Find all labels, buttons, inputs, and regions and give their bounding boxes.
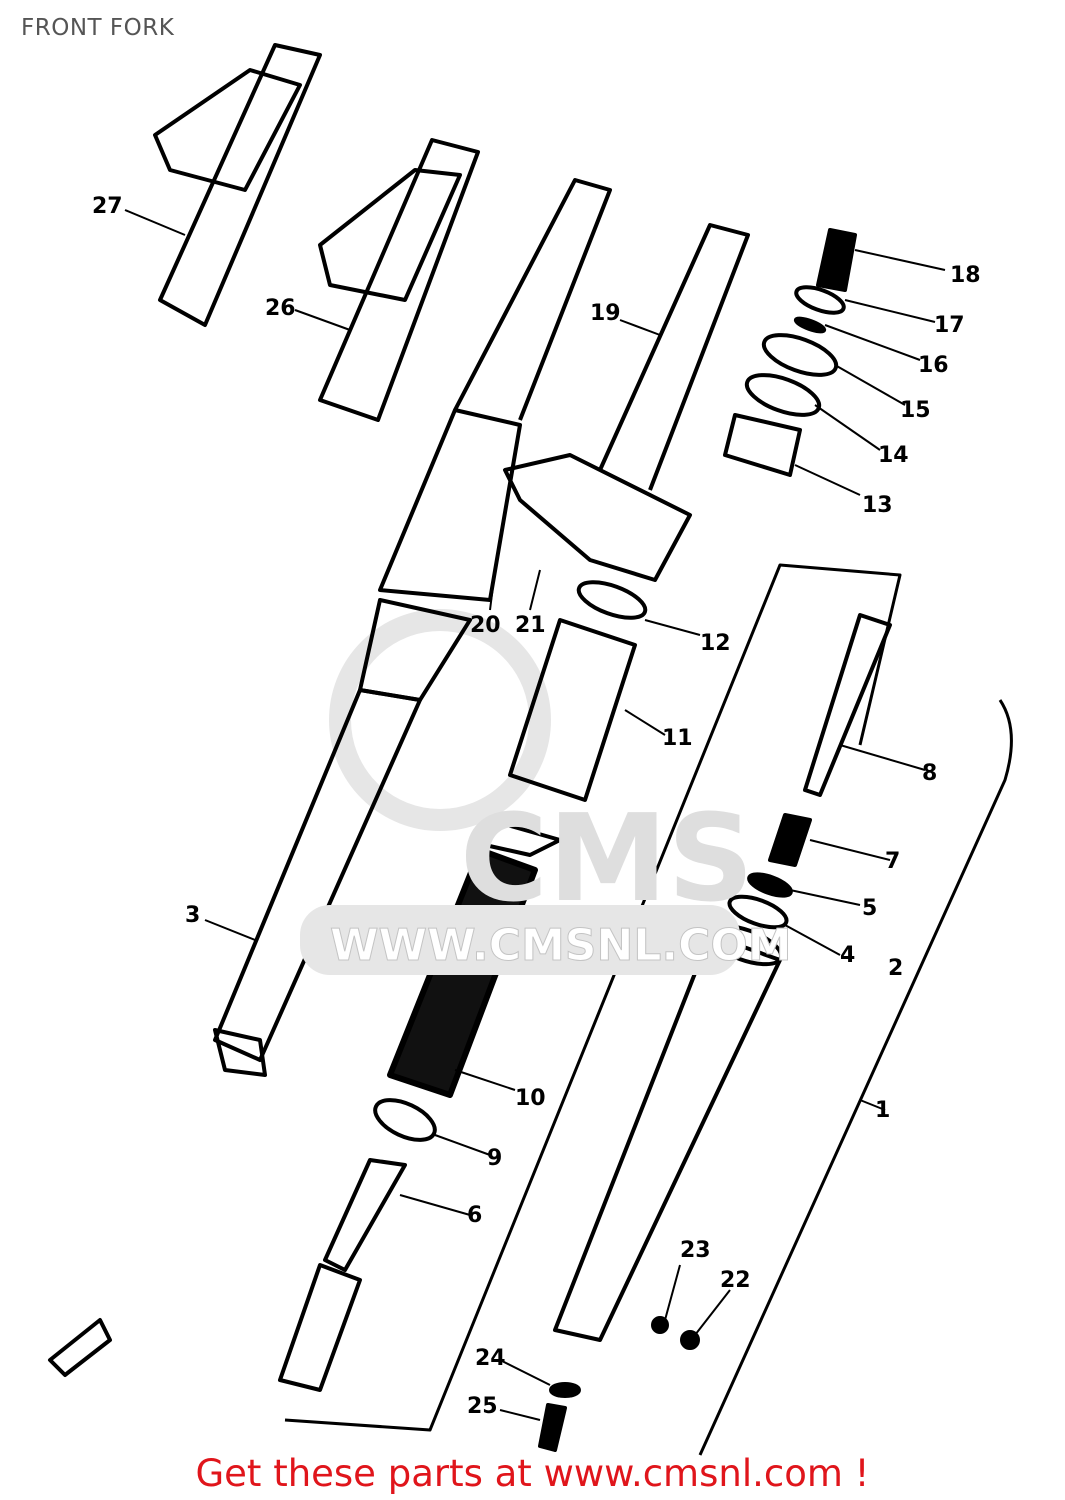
watermark-url-band [300,905,740,975]
part-18 [816,228,857,292]
callout-12: 12 [700,631,731,656]
part-22 [680,1330,700,1350]
part-7 [768,813,812,867]
part-16 [793,316,827,334]
right-outer-tube [553,923,784,1342]
inner-tube [598,223,750,491]
callout-11: 11 [662,726,693,751]
callout-17: 17 [934,313,965,338]
callout-5: 5 [862,896,877,921]
callout-10: 10 [515,1086,546,1111]
callout-13: 13 [862,493,893,518]
group-bracket-3 [284,563,902,1432]
part-24 [549,1382,581,1398]
watermark-logo-ring [329,609,551,831]
callout-18: 18 [950,263,981,288]
part-15 [761,333,839,377]
part-9 [373,1098,437,1142]
callout-labels: 1 2 3 4 5 6 7 8 9 10 11 12 13 14 15 16 1… [92,194,981,1419]
part-12 [576,580,648,620]
headlight-bracket-right [318,138,480,422]
callout-4: 4 [840,943,855,968]
part-13 [723,413,802,477]
footer-link[interactable]: Get these parts at www.cmsnl.com ! [195,1452,870,1495]
diagram-title: FRONT FORK [21,15,175,41]
callout-23: 23 [680,1238,711,1263]
part-23 [651,1316,669,1334]
front-arrow-icon [48,1318,112,1377]
callout-6: 6 [467,1203,482,1228]
callout-25: 25 [467,1394,498,1419]
callout-16: 16 [918,353,949,378]
part-17 [794,285,846,315]
group-bracket-1 [698,699,1013,1456]
cmsnl-watermark: CMS WWW.CMSNL.COM [300,790,792,975]
callout-1: 1 [875,1098,890,1123]
callout-8: 8 [922,761,937,786]
callout-27: 27 [92,194,123,219]
callout-21: 21 [515,613,546,638]
callout-7: 7 [885,849,900,874]
part-4 [727,894,789,930]
callout-26: 26 [265,296,296,321]
left-fork-leg [213,178,612,1077]
fork-boot [483,618,637,857]
inner-tube-lower [278,1263,362,1392]
headlight-bracket-left [153,43,322,327]
part-6 [323,1158,407,1272]
callout-20: 20 [470,613,501,638]
under-bracket [503,453,692,582]
damper-rod [803,613,892,797]
callout-9: 9 [487,1146,502,1171]
watermark-url: WWW.CMSNL.COM [330,920,792,971]
callout-2: 2 [888,956,903,981]
callout-22: 22 [720,1268,751,1293]
callout-3: 3 [185,903,200,928]
part-25 [538,1403,567,1452]
part-5 [747,872,793,898]
callout-24: 24 [475,1346,506,1371]
callout-15: 15 [900,398,931,423]
callout-19: 19 [590,301,621,326]
callout-14: 14 [878,443,909,468]
